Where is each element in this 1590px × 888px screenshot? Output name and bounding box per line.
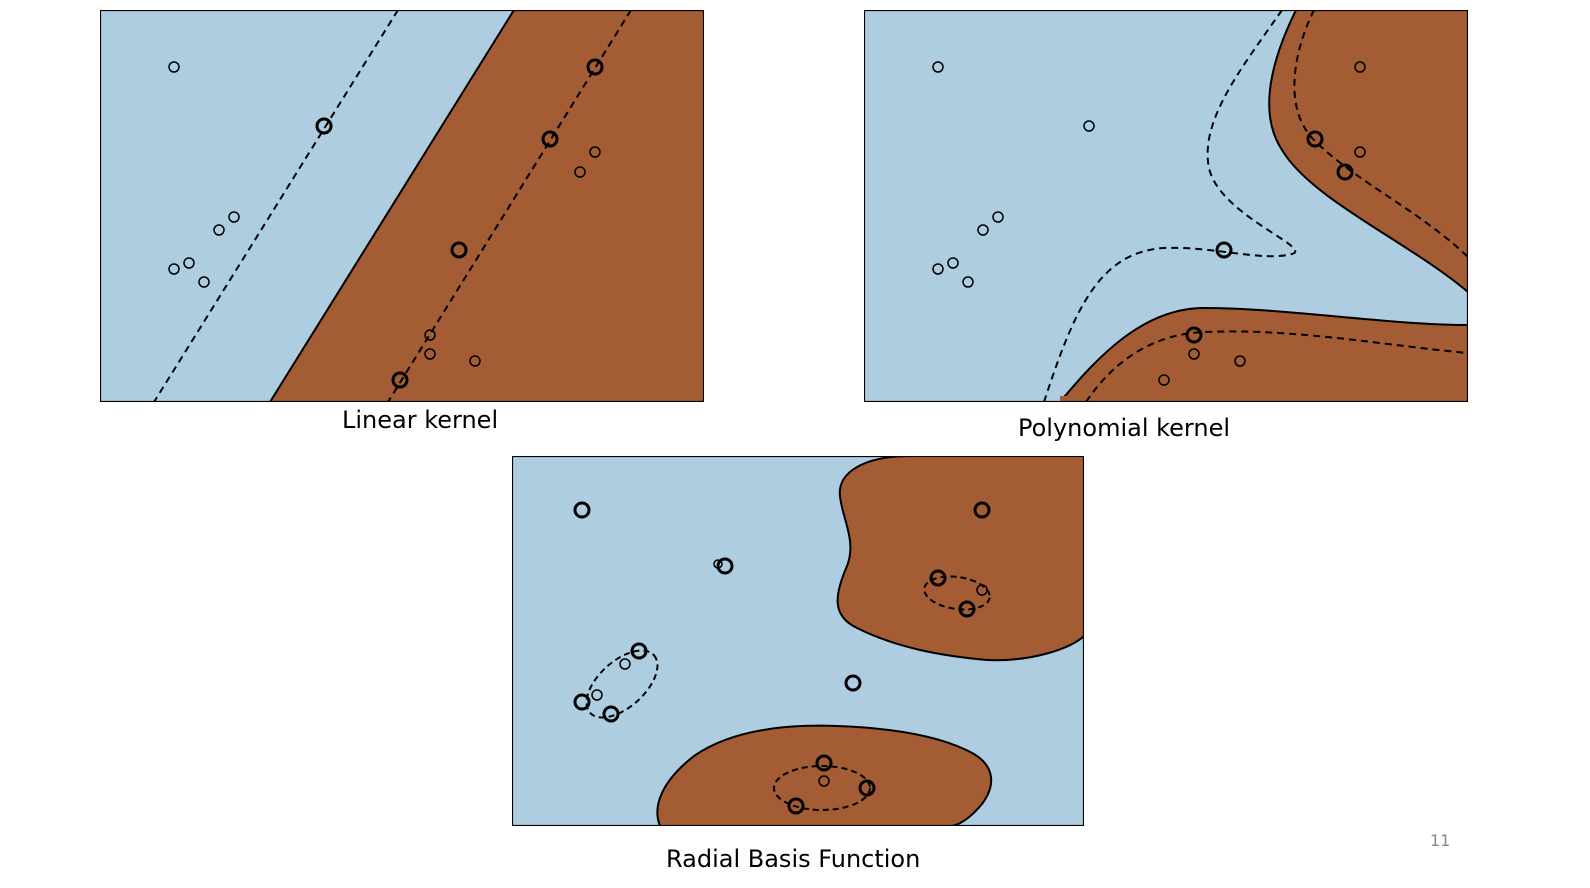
linear-kernel-panel: [100, 10, 704, 402]
data-point: [1234, 355, 1246, 367]
support-vector: [315, 117, 333, 135]
support-vector: [716, 557, 734, 575]
data-point: [424, 329, 436, 341]
support-vector: [391, 371, 409, 389]
margin-line-bottom: [1085, 330, 1468, 402]
margin-line-left: [153, 10, 399, 402]
data-point: [589, 146, 601, 158]
data-point: [183, 257, 195, 269]
data-point: [591, 689, 603, 701]
support-vector: [602, 705, 620, 723]
data-point: [213, 224, 225, 236]
data-point: [962, 276, 974, 288]
data-point: [168, 263, 180, 275]
linear-kernel-plot: [100, 10, 704, 402]
data-point: [1354, 61, 1366, 73]
data-point: [932, 61, 944, 73]
data-point: [1188, 348, 1200, 360]
margin-line-inner: [1043, 10, 1296, 402]
data-point: [1354, 146, 1366, 158]
plot-border: [100, 10, 704, 402]
support-vector: [929, 569, 947, 587]
decision-boundary: [269, 10, 515, 402]
data-point: [424, 348, 436, 360]
rbf-kernel-panel: [512, 456, 1084, 826]
data-point: [992, 211, 1004, 223]
rbf-kernel-plot: [512, 456, 1084, 826]
data-points: [168, 61, 601, 367]
margin-ellipse-right: [923, 575, 991, 611]
support-vector: [815, 754, 833, 772]
support-vector: [1185, 326, 1203, 344]
data-point: [198, 276, 210, 288]
support-vectors: [315, 58, 604, 389]
support-vectors: [573, 501, 991, 815]
data-point: [1083, 120, 1095, 132]
support-vector: [630, 642, 648, 660]
data-points: [932, 61, 1366, 386]
class-b-region-bottom: [1058, 306, 1468, 402]
data-point: [977, 224, 989, 236]
rbf-kernel-caption: Radial Basis Function: [666, 845, 921, 873]
margin-ellipse-bottom: [773, 765, 871, 811]
data-point: [619, 658, 631, 670]
data-point: [976, 584, 988, 596]
data-point: [1158, 374, 1170, 386]
support-vector: [573, 501, 591, 519]
class-b-bottom-cover: [1060, 396, 1468, 402]
polynomial-kernel-caption: Polynomial kernel: [1018, 414, 1231, 442]
margin-ellipse-left: [585, 649, 659, 719]
data-point: [947, 257, 959, 269]
margin-line-right: [387, 10, 632, 402]
polynomial-kernel-plot: [864, 10, 1468, 402]
support-vector: [973, 501, 991, 519]
support-vector: [1306, 130, 1324, 148]
linear-kernel-caption: Linear kernel: [342, 406, 499, 434]
support-vector: [958, 600, 976, 618]
class-b-region-top-right: [836, 456, 1084, 662]
plot-border: [512, 456, 1084, 826]
support-vector: [586, 58, 604, 76]
plot-border: [864, 10, 1468, 402]
class-b-region: [270, 10, 704, 402]
support-vector: [858, 779, 876, 797]
support-vector: [1215, 241, 1233, 259]
support-vector: [450, 241, 468, 259]
page-number: 11: [1430, 831, 1451, 850]
data-point: [818, 775, 830, 787]
data-point: [469, 355, 481, 367]
class-b-region-top-right: [1268, 10, 1468, 294]
support-vector: [844, 674, 862, 692]
data-point: [932, 263, 944, 275]
support-vector: [787, 797, 805, 815]
support-vector: [573, 693, 591, 711]
data-point: [574, 166, 586, 178]
polynomial-kernel-panel: [864, 10, 1468, 402]
data-point: [228, 211, 240, 223]
support-vector: [541, 130, 559, 148]
data-point: [168, 61, 180, 73]
support-vectors: [1185, 130, 1354, 344]
margin-line-top-right: [1293, 10, 1468, 258]
support-vector: [1336, 163, 1354, 181]
